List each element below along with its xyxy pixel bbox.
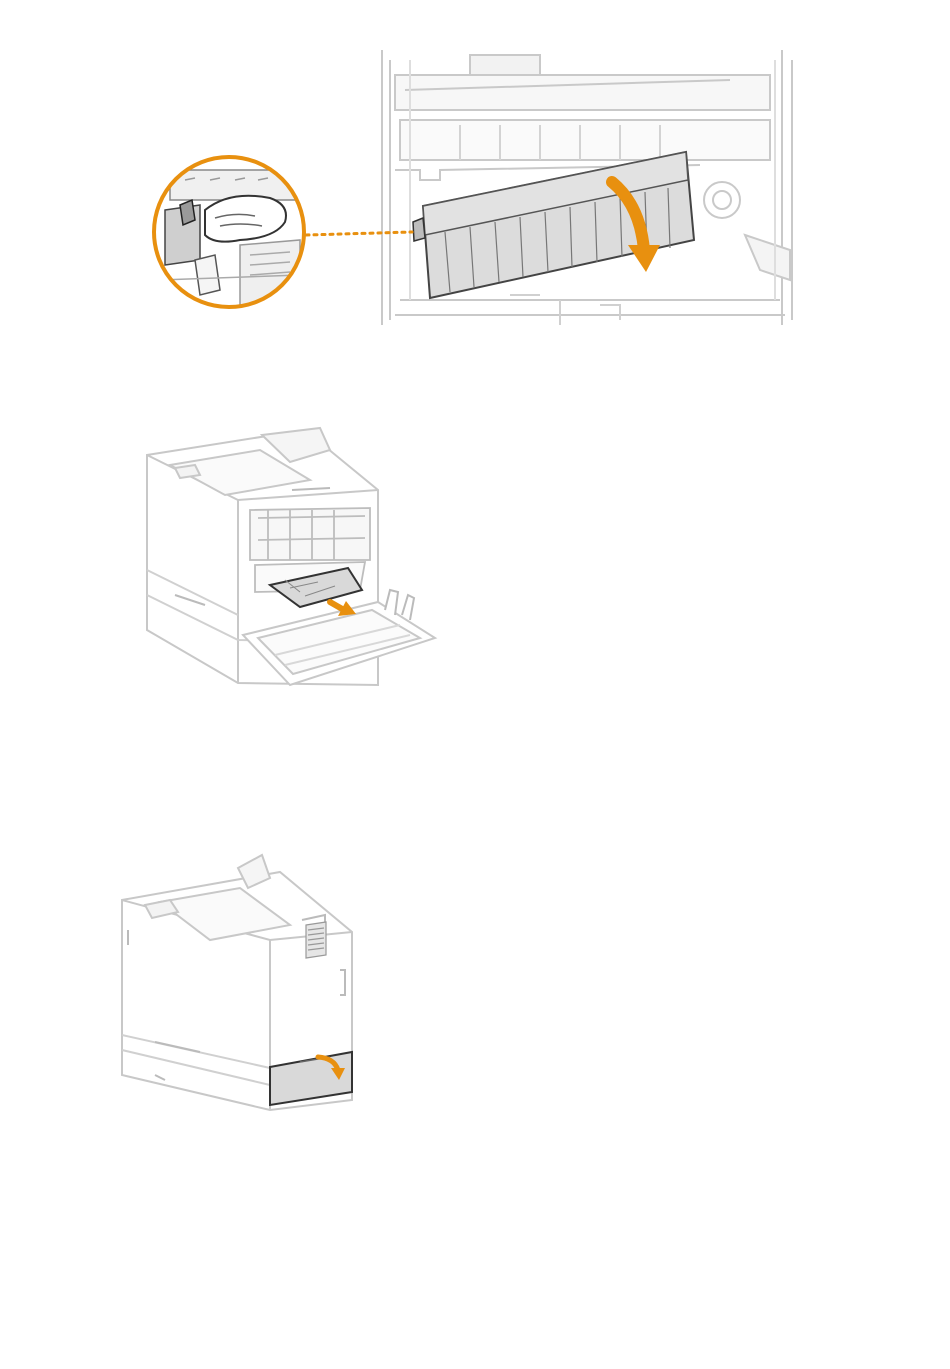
fixing-unit-guide-open-illustration <box>0 0 950 340</box>
magnified-inset <box>154 157 304 307</box>
rear-lower-cover-open-illustration <box>0 830 950 1130</box>
rear-cover-paper-removal-illustration <box>0 410 950 710</box>
magnify-leader-line <box>306 232 412 235</box>
side-vent <box>306 922 326 958</box>
fixing-guide-panel <box>413 152 694 298</box>
